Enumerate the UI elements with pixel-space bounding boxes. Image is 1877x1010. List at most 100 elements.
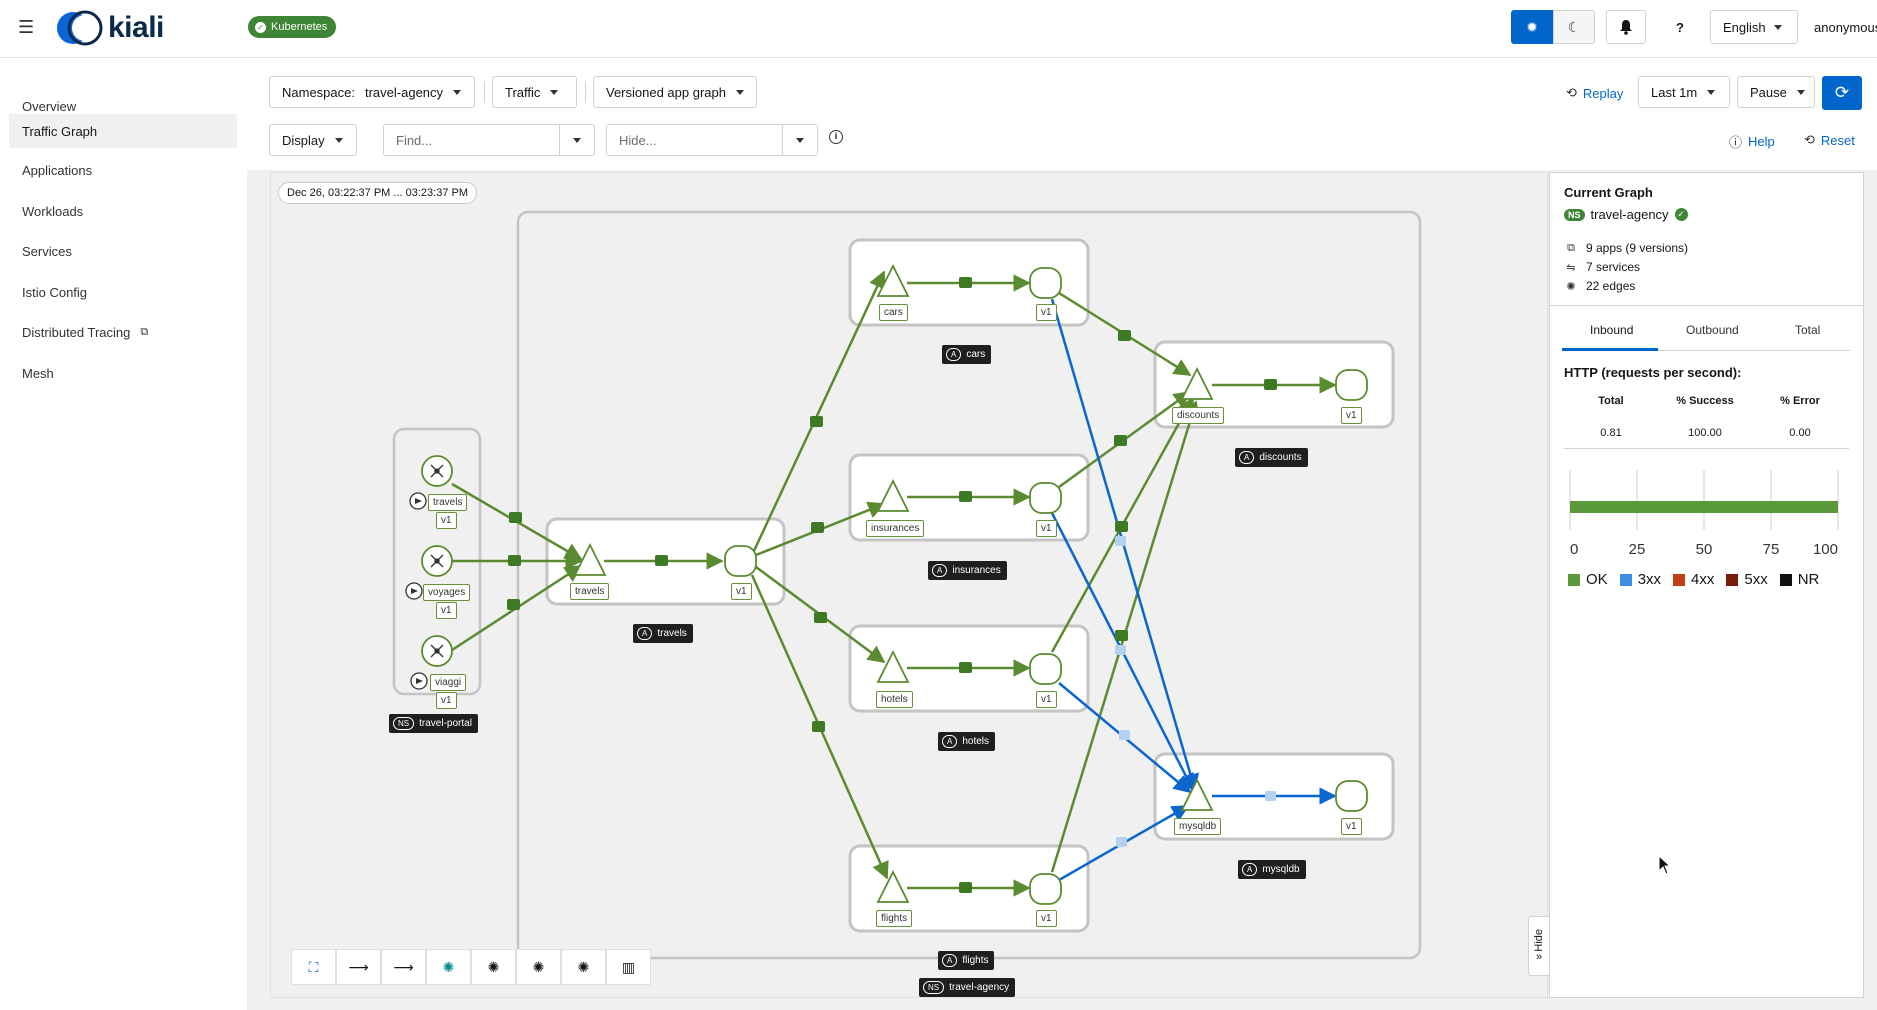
nav-label: Distributed Tracing <box>22 324 131 340</box>
light-theme-button[interactable]: ✹ <box>1511 10 1553 44</box>
display-dropdown[interactable]: Display <box>269 124 357 156</box>
applications-icon: ⧉ <box>1567 241 1575 254</box>
find-input[interactable]: Find... <box>383 124 559 156</box>
help-menu-button[interactable]: ? <box>1668 14 1692 40</box>
legend-button[interactable]: ▥ <box>606 949 651 985</box>
node-flights-app[interactable] <box>876 869 910 903</box>
nav-mesh[interactable]: Mesh <box>9 356 237 390</box>
refresh-interval-dropdown[interactable]: Pause <box>1737 76 1815 108</box>
node-flights-v1[interactable] <box>1029 873 1062 905</box>
graph-controls: ⛶ ⟶ ⟶ ✺ ✺ ✺ ✺ ▥ <box>291 949 651 985</box>
map-icon: ▥ <box>621 958 636 975</box>
lock-icon <box>959 491 972 502</box>
language-select[interactable]: English <box>1710 10 1798 44</box>
box-tag-label: cars <box>966 349 986 360</box>
hide-panel-label: Hide <box>1533 928 1545 952</box>
node-discounts-app[interactable] <box>1180 366 1214 400</box>
hide-panel-tab[interactable]: Hide » <box>1528 916 1550 976</box>
user-name[interactable]: anonymous <box>1814 20 1877 35</box>
notifications-button[interactable] <box>1606 10 1646 44</box>
legend-item: OK <box>1568 571 1608 588</box>
info-circle-icon[interactable]: i <box>829 130 843 144</box>
nav-traffic-graph[interactable]: Traffic Graph <box>9 114 237 148</box>
kiali-logo[interactable]: kiali <box>56 9 164 47</box>
layout-top-down-button[interactable]: ⟶ <box>381 949 426 985</box>
node-travels-v1[interactable] <box>724 545 757 577</box>
layout-dagre-button[interactable]: ✺ <box>426 949 471 985</box>
node-cars-v1[interactable] <box>1029 267 1062 299</box>
layout-breadthfirst-button[interactable]: ✺ <box>561 949 606 985</box>
traffic-dropdown[interactable]: Traffic <box>492 76 577 108</box>
help-button[interactable]: ⓘ Help <box>1729 132 1775 151</box>
replay-label: Replay <box>1582 85 1624 101</box>
caret-down-icon <box>796 137 804 143</box>
edge-travels-cars[interactable] <box>751 270 886 554</box>
nav-istio-config[interactable]: Istio Config <box>9 275 237 309</box>
reset-button[interactable]: ⟲ Reset <box>1804 132 1855 148</box>
node-label-hotels-v1: v1 <box>1036 691 1057 708</box>
topology-icon: ✺ <box>577 958 590 975</box>
layout-left-right-button[interactable]: ⟶ <box>336 949 381 985</box>
tab-total[interactable]: Total <box>1795 323 1821 337</box>
nav-services[interactable]: Services <box>9 234 237 268</box>
reset-icon: ⟲ <box>1804 132 1815 147</box>
node-travels-app[interactable] <box>573 542 607 576</box>
table-header-success: % Success <box>1676 395 1734 407</box>
hamburger-menu-icon[interactable]: ☰ <box>18 17 35 37</box>
tab-inbound[interactable]: Inbound <box>1590 323 1634 337</box>
node-hotels-v1[interactable] <box>1029 653 1062 685</box>
nav-distributed-tracing[interactable]: Distributed Tracing ⧉ <box>9 315 237 349</box>
replay-button[interactable]: ⟲ Replay <box>1566 85 1623 101</box>
app-badge: A <box>1239 451 1255 464</box>
node-insurances-app[interactable] <box>876 478 910 512</box>
node-discounts-v1[interactable] <box>1335 369 1368 401</box>
caret-down-icon <box>550 89 559 95</box>
table-header-total: Total <box>1598 395 1624 407</box>
layout-cose-button[interactable]: ✺ <box>471 949 516 985</box>
dark-theme-button[interactable]: ☾ <box>1553 10 1595 44</box>
hide-history-dropdown[interactable] <box>782 124 818 156</box>
layout-cola-button[interactable]: ✺ <box>516 949 561 985</box>
find-history-dropdown[interactable] <box>559 124 595 156</box>
caret-down-icon <box>1796 89 1805 95</box>
node-mysqldb-v1[interactable] <box>1335 780 1368 812</box>
node-insurances-v1[interactable] <box>1029 482 1062 514</box>
fit-to-screen-button[interactable]: ⛶ <box>291 949 336 985</box>
chart-tick-label: 0 <box>1570 541 1578 558</box>
lock-icon <box>959 662 972 673</box>
lock-icon <box>1119 730 1130 740</box>
hide-input[interactable]: Hide... <box>606 124 782 156</box>
nav-workloads[interactable]: Workloads <box>9 194 237 228</box>
panel-namespace[interactable]: NS travel-agency ✓ <box>1564 207 1688 222</box>
namespace-tag-label: travel-portal <box>419 718 472 729</box>
namespace-dropdown[interactable]: Namespace: travel-agency <box>269 76 475 108</box>
namespace-badge: NS <box>1564 208 1585 221</box>
node-label-portal-voyages-v1: v1 <box>436 602 457 619</box>
node-label-travels-v1: v1 <box>731 583 752 600</box>
graph-type-dropdown[interactable]: Versioned app graph <box>593 76 757 108</box>
duration-dropdown[interactable]: Last 1m <box>1638 76 1730 108</box>
legend-swatch <box>1673 573 1686 586</box>
lock-icon <box>655 555 668 566</box>
lock-icon <box>1114 435 1127 446</box>
lock-icon <box>811 522 824 533</box>
node-hotels-app[interactable] <box>876 649 910 683</box>
sync-icon: ⟳ <box>1834 83 1850 102</box>
nav-overview[interactable]: Overview <box>9 89 237 123</box>
nav-applications[interactable]: Applications <box>9 153 237 187</box>
refresh-button[interactable]: ⟳ <box>1822 76 1862 110</box>
node-mysqldb-app[interactable] <box>1180 777 1214 811</box>
ok-bar[interactable] <box>1570 501 1838 513</box>
tab-outbound[interactable]: Outbound <box>1686 323 1739 337</box>
node-cars-app[interactable] <box>876 263 910 297</box>
